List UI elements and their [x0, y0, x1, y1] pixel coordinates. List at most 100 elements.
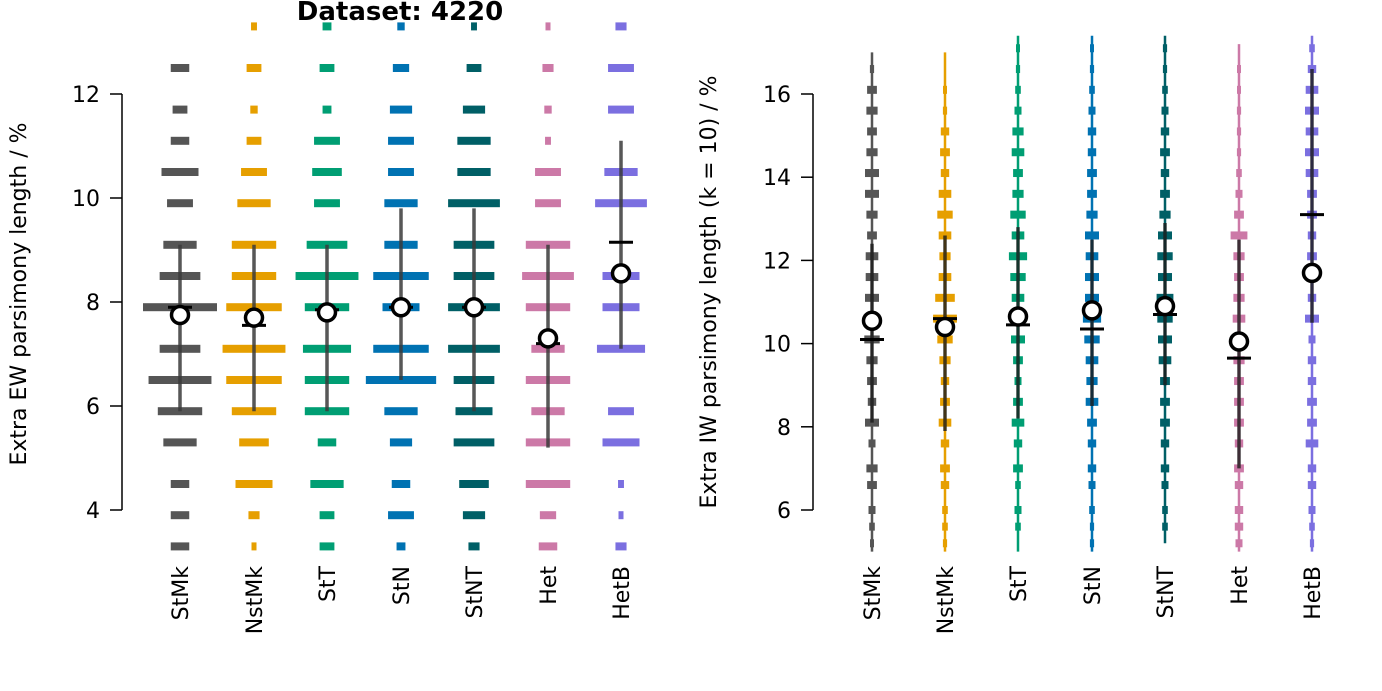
mean-marker: [169, 304, 191, 326]
right-y-axis-title: Extra IW parsimony length (k = 10) / %: [697, 76, 722, 509]
violin-segment: [1159, 210, 1171, 219]
histogram-bar: [389, 438, 413, 447]
violin-segment: [1234, 506, 1244, 514]
series-Het: [1227, 44, 1251, 552]
violin-segment: [1089, 522, 1095, 531]
histogram-bar: [241, 168, 267, 176]
x-tick-label: NstMk: [243, 566, 268, 635]
histogram-bar: [602, 438, 640, 447]
violin-segment: [1236, 148, 1242, 157]
y-tick-label: 12: [763, 249, 791, 274]
series-StNT: [1153, 35, 1177, 544]
violin-segment: [1235, 189, 1243, 198]
x-tick-label: Het: [537, 566, 562, 605]
histogram-bar: [314, 199, 340, 208]
violin-segment: [868, 439, 876, 448]
histogram-bar: [317, 438, 337, 447]
violin-segment: [1235, 539, 1243, 548]
violin-segment: [1011, 148, 1025, 157]
histogram-bar: [170, 511, 190, 520]
violin-segment: [943, 85, 947, 94]
violin-segment: [1309, 522, 1315, 531]
violin-segment: [1087, 189, 1097, 198]
violin-segment: [1087, 464, 1097, 473]
violin-segment: [1236, 106, 1242, 115]
violin-segment: [1161, 481, 1169, 490]
mean-marker: [463, 296, 485, 318]
violin-segment: [1089, 539, 1095, 548]
violin-segment: [1010, 210, 1026, 219]
x-tick-label: StT: [1007, 565, 1032, 602]
histogram-bar: [391, 480, 411, 488]
y-tick-label: 14: [763, 166, 791, 191]
left-y-axis-title: Extra EW parsimony length / %: [7, 122, 32, 465]
violin-segment: [1234, 210, 1244, 219]
violin-segment: [1015, 85, 1021, 94]
violin-segment: [1087, 169, 1097, 178]
histogram-bar: [314, 136, 340, 145]
series-NstMk: [933, 52, 957, 552]
violin-segment: [1014, 506, 1022, 514]
violin-segment: [1307, 397, 1317, 406]
x-tick-label: StT: [316, 565, 341, 602]
histogram-bar: [389, 105, 413, 114]
histogram-bar: [251, 542, 257, 551]
histogram-bar: [539, 511, 557, 520]
series-StMk: [143, 64, 217, 551]
x-tick-label: HetB: [1301, 566, 1326, 620]
histogram-bar: [319, 64, 335, 72]
histogram-bar: [535, 168, 561, 176]
violin-segment: [1160, 127, 1170, 136]
violin-segment: [1011, 418, 1025, 427]
y-tick-label: 6: [86, 395, 100, 420]
y-tick-label: 16: [763, 83, 791, 108]
violin-segment: [1307, 481, 1317, 490]
histogram-bar: [235, 480, 273, 488]
violin-segment: [1160, 397, 1170, 406]
series-HetB: [1300, 35, 1324, 552]
violin-segment: [1014, 106, 1022, 115]
mean-marker: [1007, 306, 1029, 327]
violin-segment: [1015, 65, 1021, 74]
violin-segment: [940, 127, 950, 136]
violin-segment: [1088, 481, 1096, 490]
violin-segment: [1089, 506, 1095, 514]
violin-segment: [1160, 439, 1170, 448]
violin-segment: [1309, 539, 1315, 548]
histogram-bar: [462, 511, 486, 520]
violin-segment: [1087, 418, 1097, 427]
violin-segment: [866, 106, 878, 115]
violin-segment: [868, 506, 876, 514]
series-StMk: [860, 52, 884, 552]
histogram-bar: [392, 64, 410, 72]
violin-segment: [865, 189, 879, 198]
violin-segment: [1086, 210, 1098, 219]
violin-segment: [1089, 65, 1095, 74]
violin-segment: [1160, 418, 1170, 427]
violin-segment: [1230, 231, 1248, 240]
histogram-bar: [388, 136, 414, 145]
y-tick-label: 8: [777, 416, 791, 441]
histogram-bar: [170, 136, 190, 145]
y-tick-label: 10: [72, 187, 100, 212]
histogram-bar: [172, 105, 188, 114]
violin-segment: [866, 464, 878, 473]
histogram-bar: [618, 480, 624, 488]
violin-segment: [1162, 506, 1168, 514]
histogram-bar: [396, 542, 406, 551]
mean-marker: [610, 263, 632, 284]
x-tick-label: NstMk: [934, 566, 959, 635]
violin-segment: [1087, 148, 1097, 157]
violin-segment: [1236, 127, 1242, 136]
violin-segment: [1308, 506, 1316, 514]
violin-segment: [865, 169, 879, 178]
histogram-bar: [170, 64, 190, 72]
y-tick-label: 10: [763, 333, 791, 358]
violin-segment: [869, 522, 875, 531]
violin-segment: [942, 539, 948, 548]
histogram-bar: [397, 22, 405, 31]
histogram-bar: [615, 542, 627, 551]
